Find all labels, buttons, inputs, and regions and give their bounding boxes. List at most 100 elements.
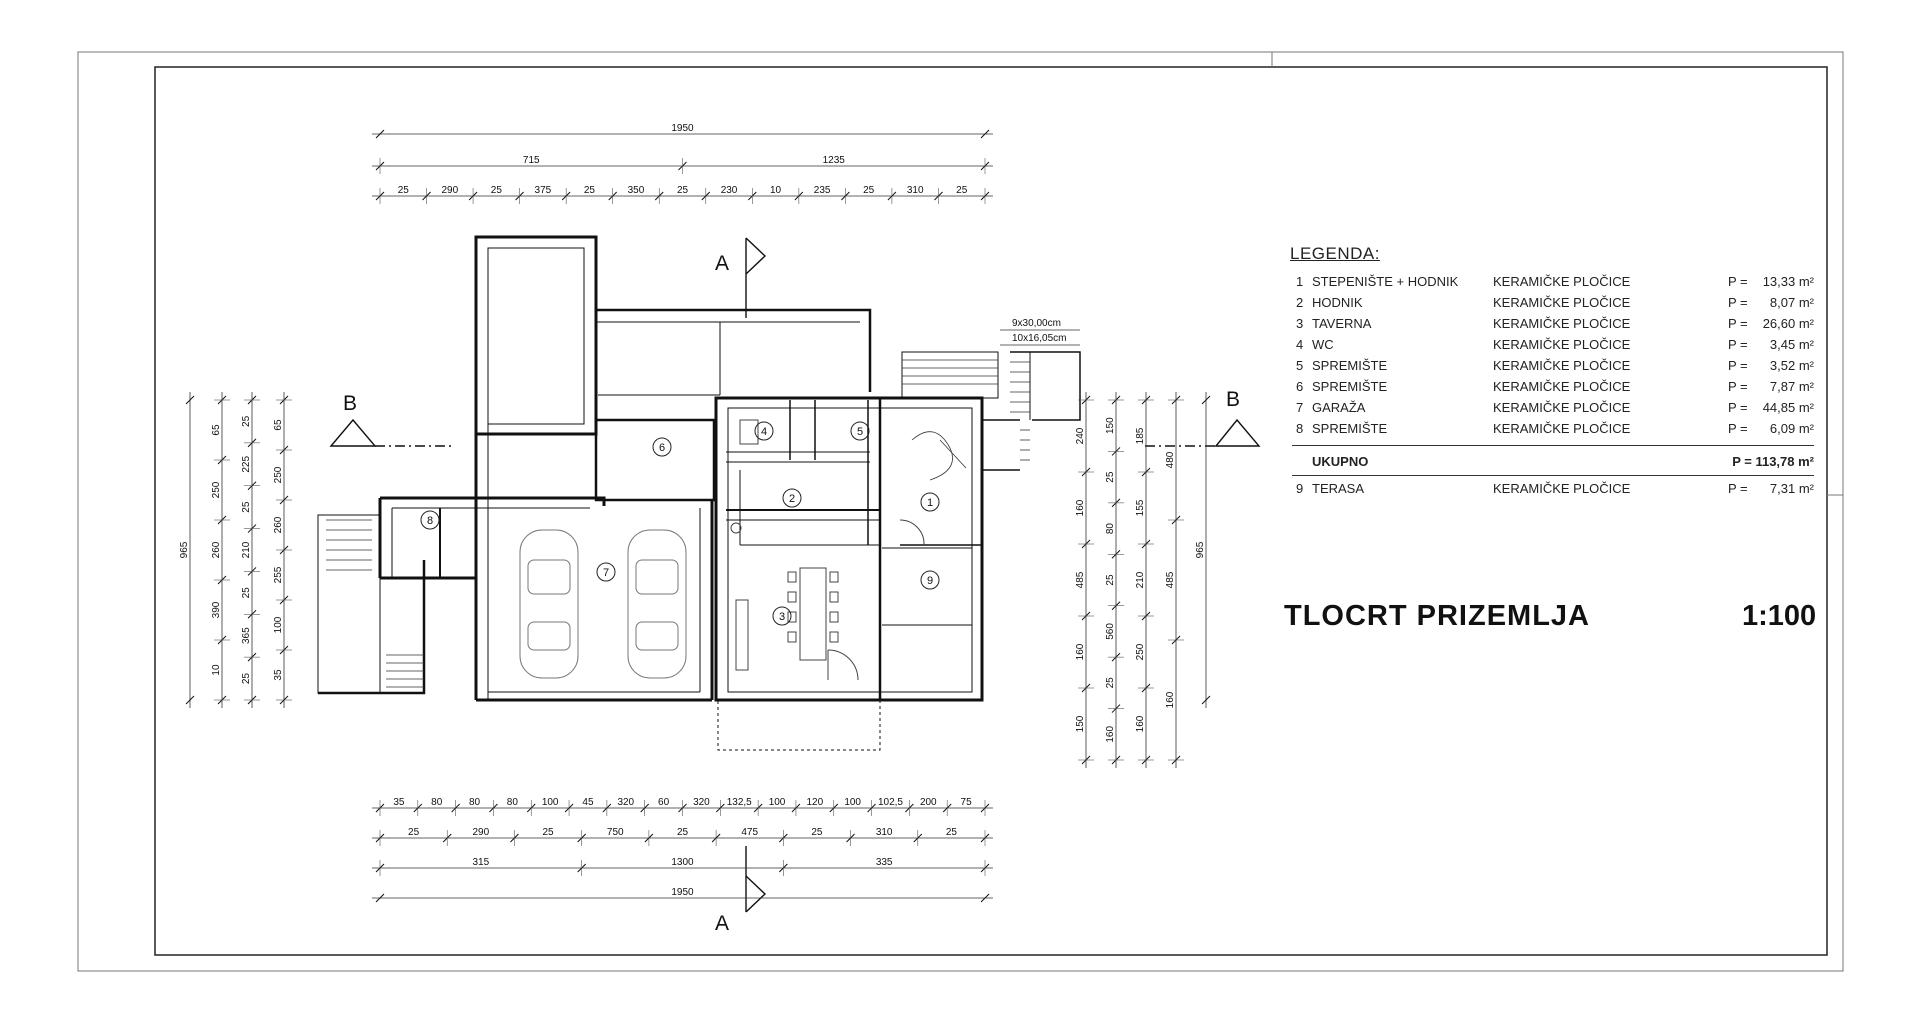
dimension-tick [185, 695, 195, 705]
dimension-label: 80 [507, 797, 519, 808]
row-area: 13,33 m² [1762, 274, 1814, 289]
dimension-label: 25 [677, 185, 689, 196]
dimension-label: 255 [273, 566, 284, 583]
dimension-label: 200 [920, 797, 937, 808]
row-name: SPREMIŠTE [1312, 358, 1388, 373]
row-num: 6 [1296, 379, 1304, 394]
row-name: SPREMIŠTE [1312, 421, 1388, 436]
dimension-label: 25 [241, 673, 252, 685]
dimension-label: 250 [211, 481, 222, 498]
room-marker-8 [420, 510, 440, 530]
dimension-label: 1950 [671, 887, 694, 898]
dimension-label: 80 [431, 797, 443, 808]
legend-row-terrace: 9 TERASA KERAMIČKE PLOČICE P = 7,31 m² [1286, 481, 1814, 501]
stair-note-2: 10x16,05cm [1012, 333, 1066, 344]
dimension-label: 335 [876, 857, 893, 868]
dimension-label: 160 [1075, 643, 1086, 660]
dimension-label: 25 [584, 185, 596, 196]
section-markers [329, 237, 1261, 913]
dimension-label: 160 [1165, 691, 1176, 708]
dimension-label: 210 [241, 541, 252, 558]
dimension-label: 75 [961, 797, 973, 808]
dimension-label: 240 [1075, 427, 1086, 444]
row-p: P = [1728, 295, 1748, 310]
dimension-label: 100 [769, 797, 786, 808]
row-number: 9 [1296, 481, 1304, 496]
room-number: 8 [427, 515, 433, 527]
row-name: WC [1312, 337, 1334, 352]
row-material: KERAMIČKE PLOČICE [1493, 400, 1631, 415]
dimension-tick [185, 395, 195, 405]
row-area: 3,45 m² [1769, 337, 1814, 352]
row-p: P = [1728, 421, 1748, 436]
dimension-label: 485 [1075, 571, 1086, 588]
legend-divider [1292, 445, 1814, 446]
dimension-label: 65 [211, 424, 222, 436]
dimension-label: 25 [946, 827, 958, 838]
row-name: TAVERNA [1312, 316, 1372, 331]
dimension-label: 80 [469, 797, 481, 808]
plan-scale: 1:100 [1742, 600, 1817, 632]
row-material: KERAMIČKE PLOČICE [1493, 295, 1631, 310]
row-num: 2 [1296, 295, 1304, 310]
row-name: TERASA [1312, 481, 1365, 496]
dimension-label: 310 [907, 185, 924, 196]
row-p: P = [1728, 379, 1748, 394]
dimension-label: 560 [1105, 623, 1116, 640]
dimension-label: 290 [441, 185, 458, 196]
dimension-label: 320 [617, 797, 634, 808]
dimension-label: 150 [1075, 715, 1086, 732]
dimension-label: 10 [770, 185, 782, 196]
dimension-label: 25 [863, 185, 875, 196]
legend-title: LEGENDA: [1290, 244, 1380, 263]
stair-note-1: 9x30,00cm [1012, 318, 1061, 329]
dimension-label: 25 [1105, 677, 1116, 689]
row-p: P = [1728, 274, 1748, 289]
legend-total-row: UKUPNO P = 113,78 m² [1286, 454, 1814, 474]
dimension-label: 350 [628, 185, 645, 196]
dimension-label: 25 [491, 185, 503, 196]
dimension-tick [980, 893, 990, 903]
dimension-label: 120 [807, 797, 824, 808]
dimension-label: 375 [535, 185, 552, 196]
room-marker-1 [920, 492, 940, 512]
row-num: 4 [1296, 337, 1304, 352]
room-number: 5 [857, 426, 863, 438]
section-label-a-bottom: A [715, 912, 729, 935]
dimension-label: 100 [844, 797, 861, 808]
car-outlines [519, 529, 687, 679]
dimension-label: 475 [741, 827, 758, 838]
dimension-label: 155 [1135, 499, 1146, 516]
dimension-label: 25 [398, 185, 410, 196]
row-material: KERAMIČKE PLOČICE [1493, 481, 1631, 496]
row-name: SPREMIŠTE [1312, 379, 1388, 394]
dimension-label: 160 [1135, 715, 1146, 732]
dimension-label: 485 [1165, 571, 1176, 588]
dimension-label: 230 [721, 185, 738, 196]
row-name: HODNIK [1312, 295, 1363, 310]
inner-frame [154, 66, 1828, 956]
row-p: P = [1728, 481, 1748, 496]
dimension-label: 310 [876, 827, 893, 838]
row-p: P = [1728, 358, 1748, 373]
dimension-label: 715 [523, 155, 540, 166]
total-value: P = 113,78 m² [1732, 454, 1814, 469]
row-name: STEPENIŠTE + HODNIK [1312, 274, 1459, 289]
row-p: P = [1728, 337, 1748, 352]
dimension-tick [980, 129, 990, 139]
dimension-label: 10 [211, 664, 222, 676]
row-num: 5 [1296, 358, 1304, 373]
room-number: 1 [927, 497, 933, 509]
stair-treads [326, 359, 1030, 688]
row-num: 7 [1296, 400, 1304, 415]
dimension-label: 210 [1135, 571, 1146, 588]
dimension-label: 60 [658, 797, 670, 808]
dimension-label: 250 [273, 466, 284, 483]
dimension-label: 250 [1135, 643, 1146, 660]
